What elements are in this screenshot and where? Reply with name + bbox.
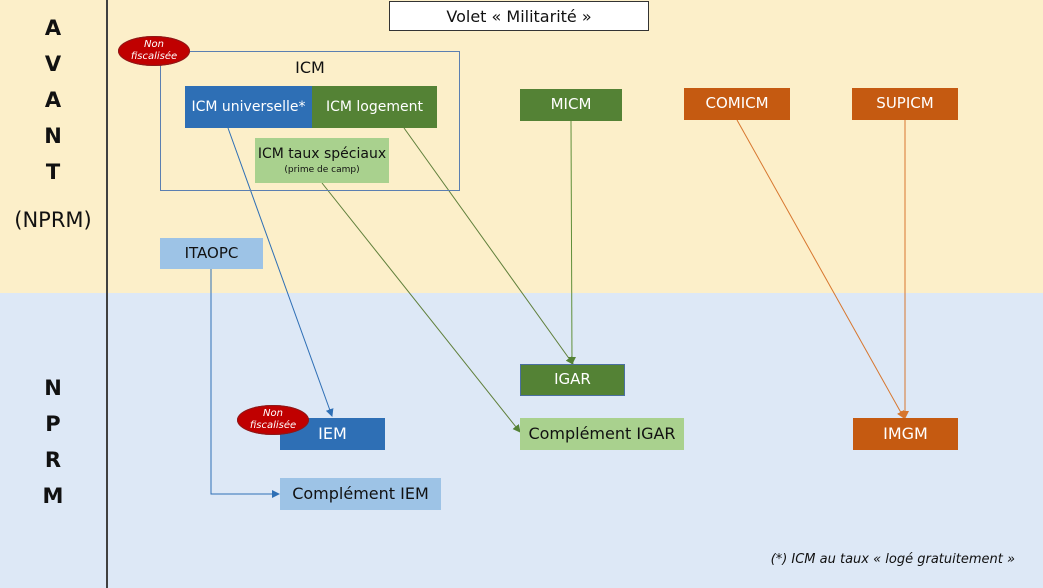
edge-icm-taux-speciaux-to-complement-igar bbox=[321, 182, 521, 433]
node-label: ICM logement bbox=[325, 98, 423, 115]
avant-letter: T bbox=[45, 160, 61, 184]
node-label: Complément IEM bbox=[292, 483, 429, 503]
node-supicm[interactable]: SUPICM bbox=[852, 88, 958, 120]
nprm-letter: R bbox=[44, 448, 62, 472]
edge-icm-logement-to-igar bbox=[403, 127, 574, 365]
badge-text-line: Non bbox=[263, 408, 283, 419]
node-complement-iem[interactable]: Complément IEM bbox=[280, 478, 441, 510]
node-igar[interactable]: IGAR bbox=[520, 364, 625, 396]
diagram-title: Volet « Militarité » bbox=[389, 1, 649, 31]
edge-itaopc-to-complement-iem bbox=[210, 269, 280, 498]
icm-group-frame bbox=[160, 51, 460, 191]
nprm-letter: P bbox=[45, 412, 61, 436]
icm-group-label: ICM bbox=[295, 58, 325, 77]
edge-micm-to-igar bbox=[567, 120, 576, 365]
badge-text-line: Non bbox=[144, 39, 164, 50]
badge-text-line: fiscalisée bbox=[249, 420, 297, 431]
footnote: (*) ICM au taux « logé gratuitement » bbox=[770, 552, 1015, 567]
avant-nprm-suffix: (NPRM) bbox=[14, 208, 92, 232]
avant-letter: N bbox=[44, 124, 62, 148]
node-icm-logement[interactable]: ICM logement bbox=[312, 86, 437, 128]
non-fiscalisee-badge-icm: Non fiscalisée bbox=[118, 36, 190, 66]
node-sublabel: (prime de camp) bbox=[284, 164, 360, 175]
node-label: ITAOPC bbox=[184, 243, 239, 262]
avant-letter: A bbox=[44, 88, 62, 112]
node-label: ICM taux spéciaux bbox=[257, 145, 387, 162]
edge-icm-universelle-to-iem bbox=[227, 127, 334, 417]
vertical-divider bbox=[106, 0, 108, 588]
node-micm[interactable]: MICM bbox=[520, 89, 622, 121]
node-comicm[interactable]: COMICM bbox=[684, 88, 790, 120]
node-label: ICM universelle* bbox=[191, 98, 306, 115]
edge-comicm-to-imgm bbox=[736, 119, 905, 419]
nprm-letter: M bbox=[42, 484, 64, 508]
nprm-label: N P R M bbox=[0, 370, 106, 514]
node-label: IMGM bbox=[883, 423, 928, 443]
node-label: MICM bbox=[550, 95, 592, 114]
non-fiscalisee-badge-iem: Non fiscalisée bbox=[237, 405, 309, 435]
node-label: IEM bbox=[318, 423, 347, 443]
node-icm-taux-speciaux[interactable]: ICM taux spéciaux (prime de camp) bbox=[255, 138, 389, 183]
node-complement-igar[interactable]: Complément IGAR bbox=[520, 418, 684, 450]
avant-letter: V bbox=[44, 52, 62, 76]
avant-letter: A bbox=[44, 16, 62, 40]
node-label: Complément IGAR bbox=[528, 423, 676, 443]
node-imgm[interactable]: IMGM bbox=[853, 418, 958, 450]
node-label: IGAR bbox=[554, 370, 591, 389]
nprm-letter: N bbox=[44, 376, 62, 400]
node-icm-universelle[interactable]: ICM universelle* bbox=[185, 86, 312, 128]
node-label: SUPICM bbox=[876, 94, 934, 113]
node-label: COMICM bbox=[705, 94, 769, 113]
badge-text-line: fiscalisée bbox=[130, 51, 178, 62]
node-itaopc[interactable]: ITAOPC bbox=[160, 238, 263, 269]
avant-label: A V A N T bbox=[0, 10, 106, 190]
